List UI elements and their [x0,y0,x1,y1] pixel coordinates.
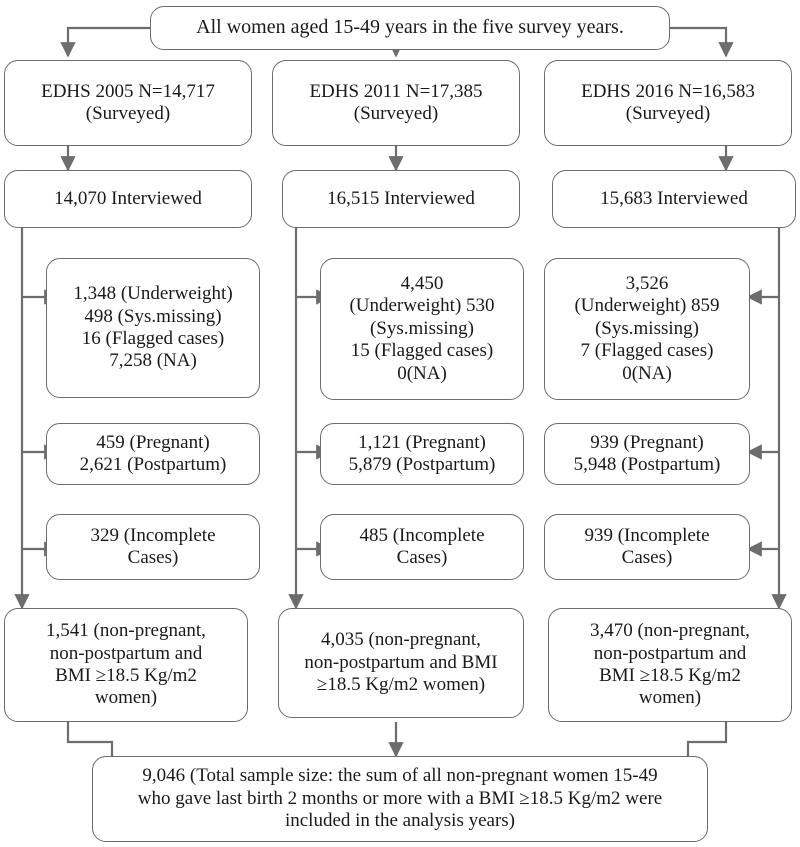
node-result-2016-label: 3,470 (non-pregnant, non-postpartum and … [590,620,750,709]
node-exclusion-bmi-2011-label: 4,450 (Underweight) 530 (Sys.missing) 15… [349,272,495,384]
wire-root-to-2005 [60,26,150,58]
node-all-women-label: All women aged 15-49 years in the five s… [196,16,624,39]
node-exclusion-pregnancy-2005: 459 (Pregnant) 2,621 (Postpartum) [46,423,260,485]
node-exclusion-pregnancy-2016-label: 939 (Pregnant) 5,948 (Postpartum) [573,431,721,475]
node-interviewed-2011: 16,515 Interviewed [282,170,520,228]
node-exclusion-incomplete-2011-label: 485 (Incomplete Cases) [359,524,485,568]
node-result-2005: 1,541 (non-pregnant, non-postpartum and … [4,608,248,722]
node-survey-2005-label: EDHS 2005 N=14,717 (Surveyed) [41,80,215,124]
node-exclusion-incomplete-2011: 485 (Incomplete Cases) [320,514,524,580]
node-result-2005-label: 1,541 (non-pregnant, non-postpartum and … [46,620,206,709]
node-survey-2005: EDHS 2005 N=14,717 (Surveyed) [4,60,252,146]
node-interviewed-2005-label: 14,070 Interviewed [54,187,202,209]
node-all-women: All women aged 15-49 years in the five s… [150,6,670,50]
node-exclusion-bmi-2016-label: 3,526 (Underweight) 859 (Sys.missing) 7 … [574,272,720,384]
node-exclusion-incomplete-2016: 939 (Incomplete Cases) [544,514,750,580]
node-exclusion-incomplete-2005: 329 (Incomplete Cases) [46,514,260,580]
node-exclusion-incomplete-2016-label: 939 (Incomplete Cases) [584,524,710,568]
node-exclusion-pregnancy-2005-label: 459 (Pregnant) 2,621 (Postpartum) [79,431,227,475]
node-result-2011-label: 4,035 (non-pregnant, non-postpartum and … [304,629,498,696]
wire-root-to-2016 [670,26,734,58]
node-survey-2016-label: EDHS 2016 N=16,583 (Surveyed) [581,80,755,124]
node-interviewed-2011-label: 16,515 Interviewed [327,187,475,209]
node-exclusion-pregnancy-2011: 1,121 (Pregnant) 5,879 (Postpartum) [320,423,524,485]
node-exclusion-bmi-2005: 1,348 (Underweight) 498 (Sys.missing) 16… [46,258,260,398]
node-exclusion-incomplete-2005-label: 329 (Incomplete Cases) [90,524,216,568]
node-survey-2016: EDHS 2016 N=16,583 (Surveyed) [544,60,792,146]
node-total-sample-label: 9,046 (Total sample size: the sum of all… [137,765,663,832]
node-exclusion-bmi-2005-label: 1,348 (Underweight) 498 (Sys.missing) 16… [73,283,233,372]
node-exclusion-bmi-2011: 4,450 (Underweight) 530 (Sys.missing) 15… [320,258,524,400]
node-exclusion-bmi-2016: 3,526 (Underweight) 859 (Sys.missing) 7 … [544,258,750,400]
node-total-sample: 9,046 (Total sample size: the sum of all… [92,756,708,842]
node-exclusion-pregnancy-2011-label: 1,121 (Pregnant) 5,879 (Postpartum) [348,431,496,475]
node-interviewed-2016-label: 15,683 Interviewed [600,187,748,209]
node-result-2016: 3,470 (non-pregnant, non-postpartum and … [548,608,792,722]
node-exclusion-pregnancy-2016: 939 (Pregnant) 5,948 (Postpartum) [544,423,750,485]
node-survey-2011-label: EDHS 2011 N=17,385 (Surveyed) [309,80,483,124]
node-interviewed-2016: 15,683 Interviewed [552,170,796,228]
node-result-2011: 4,035 (non-pregnant, non-postpartum and … [278,608,524,718]
node-interviewed-2005: 14,070 Interviewed [4,170,252,228]
node-survey-2011: EDHS 2011 N=17,385 (Surveyed) [272,60,520,146]
